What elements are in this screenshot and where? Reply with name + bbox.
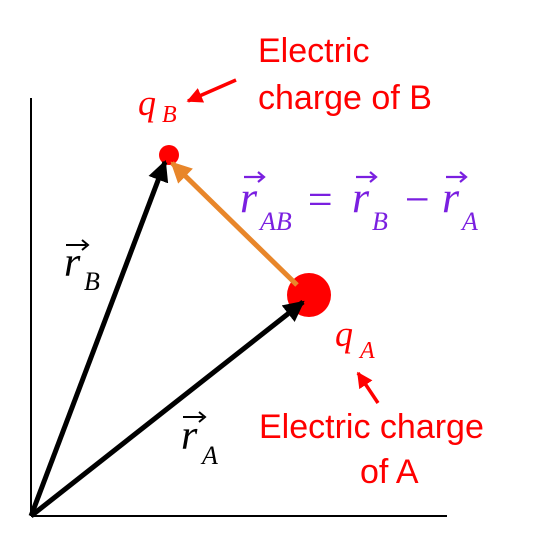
eq-term1-symbol: r	[352, 173, 370, 222]
label-qb-subscript: B	[162, 102, 177, 128]
eq-lhs-symbol: r	[240, 173, 258, 222]
caption-charge-b-line1: Electric	[258, 32, 369, 70]
caption-charge-a-line2: of A	[360, 453, 419, 491]
vector-rab-arrow	[170, 161, 299, 287]
label-ra-symbol: r	[181, 413, 198, 459]
label-qa: q A	[335, 314, 375, 364]
label-ra: r A	[181, 411, 218, 470]
vector-ra-arrow	[29, 300, 305, 518]
eq-equals: =	[305, 175, 335, 224]
eq-term2-subscript: A	[460, 207, 478, 236]
label-qb-symbol: q	[138, 83, 156, 123]
charge-b-dot	[159, 145, 179, 165]
label-qa-symbol: q	[335, 314, 353, 354]
label-qb: q B	[138, 83, 177, 128]
label-qa-subscript: A	[358, 338, 375, 364]
caption-charge-a-line1: Electric charge	[259, 408, 484, 446]
caption-charge-a: Electric charge of A	[259, 408, 484, 491]
caption-charge-b-line2: charge of B	[258, 79, 432, 117]
eq-lhs-subscript: AB	[258, 207, 292, 236]
pointer-arrow-a	[356, 371, 380, 404]
eq-minus: −	[402, 175, 432, 224]
equation-rab: r AB = r B − r A	[240, 171, 478, 236]
label-rb-symbol: r	[64, 240, 81, 286]
vector-rb-arrow	[28, 160, 169, 517]
pointer-arrow-b	[186, 78, 237, 103]
label-rb-subscript: B	[84, 267, 100, 296]
eq-term1-subscript: B	[372, 207, 388, 236]
caption-charge-b: Electric charge of B	[258, 32, 432, 117]
label-ra-subscript: A	[200, 441, 218, 470]
eq-term2-symbol: r	[442, 173, 460, 222]
label-rb: r B	[64, 239, 100, 296]
